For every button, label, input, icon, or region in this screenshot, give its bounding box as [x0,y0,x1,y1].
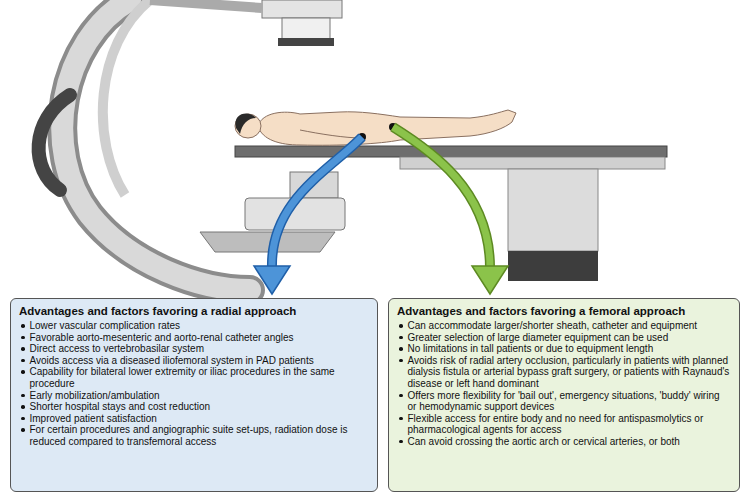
bullet-row: Can avoid crossing the aortic arch or ce… [397,436,731,448]
detector [262,0,342,18]
bullet-dot [399,324,403,328]
table-top [235,146,667,157]
bullet-text: Shorter hospital stays and cost reductio… [30,401,370,413]
bullet-row: No limitations in tall patients or due t… [397,343,731,355]
bullet-dot [399,440,403,444]
c-arm-inner [103,0,150,195]
bullet-dot [399,394,403,398]
box-heading: Advantages and factors favoring a femora… [397,304,731,318]
bullet-dot [21,324,25,328]
bullet-row: Capability for bilateral lower extremity… [19,366,369,389]
bullet-text: Offers more flexibility for 'bail out', … [408,390,732,413]
bullet-text: Flexible access for entire body and no n… [408,413,732,436]
bullet-text: Can avoid crossing the aortic arch or ce… [408,436,732,448]
bullet-row: Avoids access via a diseased iliofemoral… [19,355,369,367]
bullet-dot [21,336,25,340]
femoral-arrowhead [472,266,508,294]
bullet-row: Avoids risk of radial artery occlusion, … [397,355,731,390]
bullet-row: Favorable aorto-mesenteric and aorto-ren… [19,332,369,344]
bullet-row: Shorter hospital stays and cost reductio… [19,401,369,413]
bullet-row: Lower vascular complication rates [19,320,369,332]
bullet-text: Avoids access via a diseased iliofemoral… [30,355,370,367]
bullet-row: Early mobilization/ambulation [19,390,369,402]
radial-arrow-outline [272,137,362,268]
bullet-dot [21,405,25,409]
bullet-dot [21,394,25,398]
patient-body [258,110,516,145]
advantages-box: Advantages and factors favoring a femora… [388,298,740,492]
bullet-text: Improved patient satisfaction [30,413,370,425]
patient-hair [235,113,256,134]
bullet-text: Direct access to vertebrobasilar system [30,343,370,355]
bullet-dot [399,347,403,351]
bullet-dot [21,417,25,421]
detector-arm [150,0,262,8]
bullet-dot [21,359,25,363]
detector-head [282,18,330,40]
bullet-row: Greater selection of large diameter equi… [397,332,731,344]
bullet-text: Greater selection of large diameter equi… [408,332,732,344]
box-heading: Advantages and factors favoring a radial… [19,304,369,318]
tube-base [200,232,335,252]
table-pedestal [508,169,598,251]
femoral-arrow-outline [393,127,490,268]
patient-arm [300,130,362,138]
bullet-text: Capability for bilateral lower extremity… [30,366,370,389]
bullet-row: Offers more flexibility for 'bail out', … [397,390,731,413]
bullet-dot [21,428,25,432]
bullet-text: No limitations in tall patients or due t… [408,343,732,355]
detector-plate [278,38,334,46]
bullet-row: Direct access to vertebrobasilar system [19,343,369,355]
bullet-dot [21,347,25,351]
femoral-arrow [393,127,490,268]
advantages-box: Advantages and factors favoring a radial… [10,298,378,492]
bullet-text: Early mobilization/ambulation [30,390,370,402]
bullet-dot [399,417,403,421]
bullet-text: For certain procedures and angiographic … [30,424,370,447]
patient-head [235,114,261,138]
bullet-text: Can accommodate larger/shorter sheath, c… [408,320,732,332]
radial-arrowhead [254,266,290,294]
table-base [508,251,598,281]
bullet-row: For certain procedures and angiographic … [19,424,369,447]
bullet-dot [399,359,403,363]
bullet-text: Favorable aorto-mesenteric and aorto-ren… [30,332,370,344]
bullet-text: Lower vascular complication rates [30,320,370,332]
bullet-text: Avoids risk of radial artery occlusion, … [408,355,732,390]
bullet-dot [21,370,25,374]
bullet-row: Flexible access for entire body and no n… [397,413,731,436]
support-arm [39,95,70,190]
radial-arrow [272,137,362,268]
bullet-dot [399,336,403,340]
bullet-row: Improved patient satisfaction [19,413,369,425]
bullet-row: Can accommodate larger/shorter sheath, c… [397,320,731,332]
